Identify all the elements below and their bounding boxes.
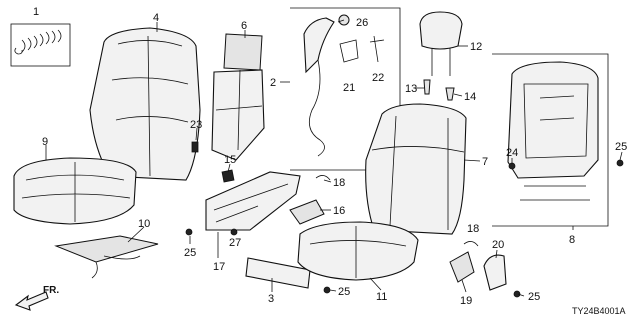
- part-7-seams: [371, 115, 465, 230]
- part-6-back-panel: [211, 33, 265, 161]
- part-18-clip-a: [315, 175, 331, 181]
- callout-17: 17: [213, 261, 225, 273]
- callout-16: 16: [333, 205, 345, 217]
- callout-25b: 25: [338, 286, 350, 298]
- part-25-screw-a: [185, 228, 193, 236]
- part-27-screw: [230, 228, 238, 236]
- callout-26: 26: [356, 17, 368, 29]
- part-1-frame: [10, 23, 71, 67]
- part-14-guide: [445, 87, 455, 101]
- part-10-heater-pad: [54, 235, 159, 279]
- callout-18b: 18: [467, 223, 479, 235]
- part-16-bracket: [289, 199, 325, 225]
- part-9-seat-cushion: [13, 157, 137, 225]
- callout-10: 10: [138, 218, 150, 230]
- part-11-outline: [297, 221, 419, 281]
- part-23-clip: [191, 141, 199, 153]
- part-8-frame-assy: [492, 53, 609, 227]
- callout-25a: 25: [184, 247, 196, 259]
- part-7-outline: [365, 103, 467, 235]
- callout-20: 20: [492, 239, 504, 251]
- callout-25c: 25: [528, 291, 540, 303]
- part-1-clips: [10, 23, 71, 67]
- callout-8: 8: [569, 234, 575, 246]
- callout-3: 3: [268, 293, 274, 305]
- part-18-clip-b: [463, 241, 479, 247]
- part-17-rails: [213, 183, 289, 223]
- part-10-pad: [54, 235, 159, 263]
- part-25-screw-c: [513, 290, 521, 298]
- part-25-screw-b: [323, 286, 331, 294]
- callout-23: 23: [190, 119, 202, 131]
- part-11-seat-cushion: [297, 221, 419, 281]
- callout-4: 4: [153, 12, 159, 24]
- part-4-seams: [111, 35, 189, 177]
- part-8-lower: [520, 185, 590, 201]
- part-1-hook: [14, 47, 23, 55]
- callout-27: 27: [229, 237, 241, 249]
- callout-19: 19: [460, 295, 472, 307]
- front-direction-arrow: FR.: [14, 285, 59, 311]
- callout-21: 21: [343, 82, 355, 94]
- part-7-seatback: [365, 103, 467, 235]
- part-21-bracket: [339, 39, 359, 63]
- part-12-pad: [419, 11, 463, 50]
- part-6-panel: [223, 33, 263, 71]
- fr-label: FR.: [43, 285, 59, 296]
- part-12-headrest: [419, 11, 463, 76]
- callout-25d: 25: [615, 141, 627, 153]
- part-8-backframe: [507, 61, 599, 179]
- part-13-guide: [423, 79, 431, 95]
- part-6-lines: [215, 69, 263, 151]
- part-8-frame: [492, 53, 609, 227]
- callout-9: 9: [42, 136, 48, 148]
- part-4-outline: [89, 27, 201, 181]
- callout-13: 13: [405, 83, 417, 95]
- part-19-bracket: [449, 251, 475, 283]
- part-25-screw-d: [616, 159, 624, 167]
- part-20-cover: [483, 254, 507, 291]
- part-8-structure: [523, 83, 589, 159]
- part-17-seat-track: [205, 171, 301, 231]
- callout-15: 15: [224, 154, 236, 166]
- callout-18a: 18: [333, 177, 345, 189]
- part-10-wire: [91, 255, 141, 279]
- part-22-bracket: [369, 35, 385, 63]
- part-9-seams: [21, 162, 131, 222]
- part-2-side-airbag: [290, 7, 401, 171]
- callouts: 1 2 3 4 6 7 8 9 10 11 12 13 14 15 16 17 …: [33, 6, 627, 307]
- callout-22: 22: [372, 72, 384, 84]
- fr-arrow-icon: [14, 291, 49, 311]
- callout-1: 1: [33, 6, 39, 18]
- part-1-clip-row: [21, 29, 62, 53]
- callout-11: 11: [376, 291, 387, 303]
- part-12-stays: [431, 48, 451, 76]
- callout-12: 12: [470, 41, 482, 53]
- callout-2: 2: [270, 77, 276, 89]
- callout-14: 14: [464, 91, 476, 103]
- part-11-seams: [309, 226, 407, 278]
- callout-24: 24: [506, 147, 518, 159]
- part-3-trim: [245, 257, 311, 289]
- part-6-frame: [211, 69, 265, 161]
- callout-6: 6: [241, 20, 247, 32]
- callout-7: 7: [482, 156, 488, 168]
- part-2-frame: [290, 7, 401, 171]
- leader-lines: [45, 19, 623, 297]
- part-17-frame: [205, 171, 301, 231]
- part-2-harness: [308, 59, 325, 157]
- part-2-module: [303, 17, 335, 74]
- diagram-code: TY24B4001A: [572, 306, 626, 316]
- part-4-seatback-cover: [89, 27, 201, 181]
